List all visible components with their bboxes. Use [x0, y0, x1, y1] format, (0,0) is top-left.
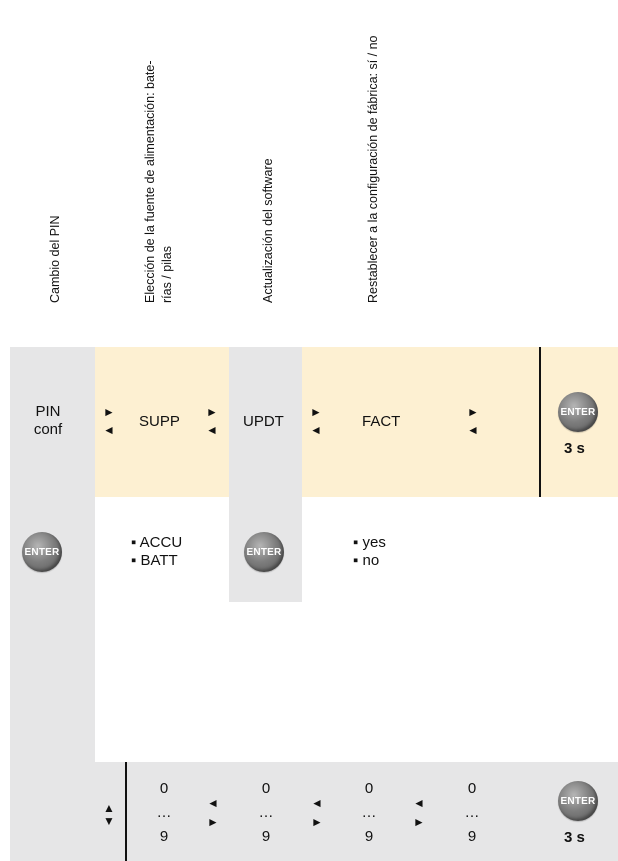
enter-button-updt[interactable]: ENTER [244, 532, 284, 572]
arrow-right-1: ► [103, 405, 115, 419]
digit-3-top: 0 [364, 780, 374, 797]
digit-arrow-left-3: ◄ [413, 796, 425, 810]
digit-4-ellipsis: … [464, 804, 480, 821]
option-accu[interactable]: ▪ ACCU [131, 534, 183, 551]
arrow-left-1: ◄ [103, 423, 115, 437]
digit-arrow-right-1: ► [207, 815, 219, 829]
arrow-left-3: ◄ [310, 423, 322, 437]
header-power-line1: Elección de la fuente de alimentación: b… [143, 60, 157, 303]
arrow-left-4: ◄ [467, 423, 479, 437]
digit-4-bottom: 9 [467, 828, 477, 845]
arrow-right-2: ► [206, 405, 218, 419]
hold-time-menu: 3 s [564, 440, 585, 457]
digit-arrow-left-2: ◄ [311, 796, 323, 810]
digit-4-top: 0 [467, 780, 477, 797]
digit-1-ellipsis: … [156, 804, 172, 821]
menu-row-panel [95, 347, 618, 497]
digit-2-ellipsis: … [258, 804, 274, 821]
menu-item-updt[interactable]: UPDT [243, 413, 284, 430]
digit-1-top: 0 [159, 780, 169, 797]
digit-3-bottom: 9 [364, 828, 374, 845]
digit-arrow-left-1: ◄ [207, 796, 219, 810]
digit-row-panel [10, 762, 618, 861]
digit-arrow-right-2: ► [311, 815, 323, 829]
header-power-line2: rías / pilas [160, 246, 174, 303]
arrow-right-3: ► [310, 405, 322, 419]
enter-button-pin[interactable]: ENTER [22, 532, 62, 572]
menu-divider [539, 347, 541, 497]
option-yes[interactable]: ▪ yes [353, 534, 386, 551]
menu-item-supp[interactable]: SUPP [139, 413, 180, 430]
header-pin-change: Cambio del PIN [48, 215, 62, 303]
arrow-right-4: ► [467, 405, 479, 419]
enter-button-menu[interactable]: ENTER [558, 392, 598, 432]
supp-options: ▪ ACCU ▪ BATT [131, 534, 182, 570]
header-software-update: Actualización del software [261, 158, 275, 303]
digit-arrow-right-3: ► [413, 815, 425, 829]
fact-options: ▪ yes ▪ no [353, 534, 386, 570]
digit-2-bottom: 9 [261, 828, 271, 845]
digit-3-ellipsis: … [361, 804, 377, 821]
digit-2-top: 0 [261, 780, 271, 797]
hold-time-digits: 3 s [564, 829, 585, 846]
arrow-left-2: ◄ [206, 423, 218, 437]
arrow-down: ▼ [103, 814, 115, 828]
digit-divider [125, 762, 127, 861]
menu-item-fact[interactable]: FACT [362, 413, 401, 430]
digit-1-bottom: 9 [159, 828, 169, 845]
option-no[interactable]: ▪ no [353, 552, 380, 569]
arrow-up: ▲ [103, 801, 115, 815]
option-batt[interactable]: ▪ BATT [131, 552, 178, 569]
enter-button-digits[interactable]: ENTER [558, 781, 598, 821]
pin-conf-label: PIN conf [33, 403, 63, 438]
header-factory-reset: Restablecer a la configuración de fábric… [366, 35, 380, 303]
